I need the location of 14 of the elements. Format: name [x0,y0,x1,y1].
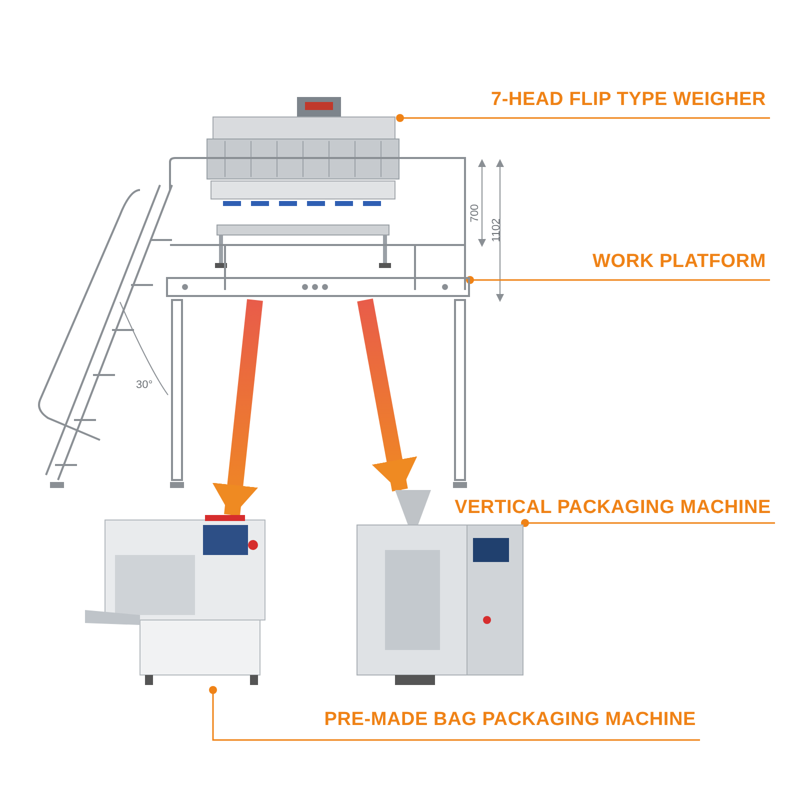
leader-line [521,519,775,527]
callout-label: 7-HEAD FLIP TYPE WEIGHER [491,88,766,112]
leader-line [396,114,770,122]
callout-label: PRE-MADE BAG PACKAGING MACHINE [324,708,696,732]
dimension-label: 30° [136,378,153,393]
callout-label: VERTICAL PACKAGING MACHINE [454,496,771,520]
leader-line [209,686,700,741]
flow-arrow [357,298,418,492]
leader-line [466,276,770,284]
dimension-label: 700 [468,204,482,222]
callout-label: WORK PLATFORM [592,250,766,274]
flow-arrow [212,299,263,517]
weigher-drawing [205,95,400,270]
dimension-label: 1102 [490,218,504,242]
